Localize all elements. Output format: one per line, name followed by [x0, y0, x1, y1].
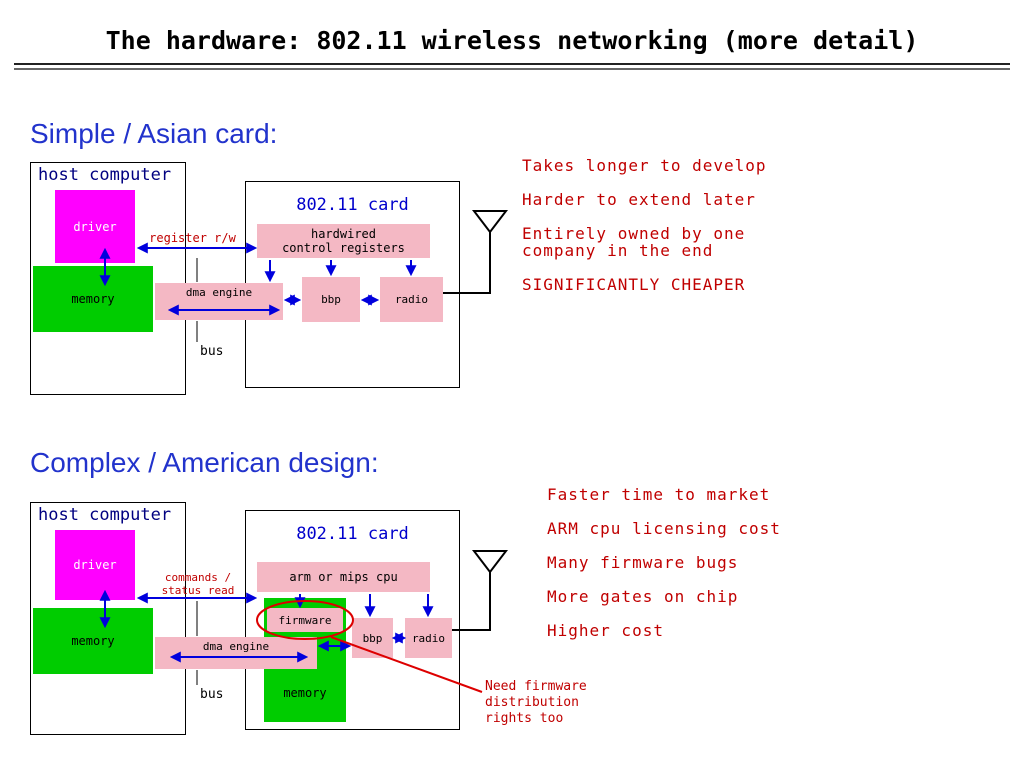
simple-host-computer-box: host computer — [30, 162, 186, 395]
complex-bbp-box: bbp — [352, 618, 393, 658]
simple-note-1: Takes longer to develop — [522, 156, 767, 175]
simple-memory-label: memory — [71, 292, 115, 306]
simple-bus-label: bus — [200, 344, 224, 359]
complex-host-computer-box: host computer — [30, 502, 186, 735]
simple-registers-box: hardwired control registers — [257, 224, 430, 258]
firmware-rights-annotation: Need firmware distribution rights too — [485, 679, 587, 726]
complex-heading: Complex / American design: — [30, 447, 379, 478]
complex-dma-label: dma engine — [202, 640, 270, 653]
simple-note-2: Harder to extend later — [522, 190, 756, 209]
complex-driver-label: driver — [73, 558, 117, 572]
simple-note-4: SIGNIFICANTLY CHEAPER — [522, 275, 746, 294]
slide-title: The hardware: 802.11 wireless networking… — [105, 26, 919, 55]
simple-card-label: 802.11 card — [296, 195, 409, 215]
simple-host-computer-label: host computer — [38, 165, 172, 185]
title-rule — [14, 63, 1010, 70]
complex-antenna-icon — [471, 550, 509, 574]
complex-note-5: Higher cost — [547, 621, 664, 640]
complex-cpu-label: arm or mips cpu — [289, 570, 398, 584]
complex-card-label: 802.11 card — [296, 524, 409, 544]
simple-bbp-label: bbp — [321, 293, 341, 306]
complex-bbp-label: bbp — [362, 631, 383, 645]
simple-memory-box: memory — [33, 266, 153, 332]
simple-radio-box: radio — [380, 277, 443, 322]
complex-radio-box: radio — [405, 618, 452, 658]
complex-note-2: ARM cpu licensing cost — [547, 519, 781, 538]
complex-driver-box: driver — [55, 530, 135, 600]
simple-driver-label: driver — [73, 219, 117, 234]
complex-bus-label: bus — [200, 687, 224, 702]
complex-note-1: Faster time to market — [547, 485, 771, 504]
complex-firmware-label: firmware — [278, 613, 332, 627]
complex-memory-label: memory — [71, 634, 115, 648]
simple-heading: Simple / Asian card: — [30, 118, 278, 149]
complex-cpu-box: arm or mips cpu — [257, 562, 430, 592]
simple-note-3: Entirely owned by one company in the end — [522, 224, 746, 260]
simple-register-rw-label: register r/w — [149, 231, 236, 245]
simple-radio-label: radio — [394, 293, 429, 306]
simple-registers-label: hardwired control registers — [282, 227, 405, 255]
complex-dma-box: dma engine — [155, 637, 317, 669]
complex-memory-box: memory — [33, 608, 153, 674]
complex-card-memory-label: memory — [283, 686, 327, 700]
complex-firmware-box: firmware — [267, 608, 343, 632]
complex-note-3: Many firmware bugs — [547, 553, 739, 572]
simple-antenna-icon — [471, 210, 509, 234]
simple-driver-box: driver — [55, 190, 135, 263]
complex-commands-label: commands / status read — [161, 571, 235, 597]
simple-bbp-box: bbp — [302, 277, 360, 322]
complex-radio-label: radio — [411, 631, 446, 645]
complex-host-computer-label: host computer — [38, 505, 172, 525]
complex-note-4: More gates on chip — [547, 587, 739, 606]
simple-dma-label: dma engine — [185, 286, 253, 299]
simple-dma-box: dma engine — [155, 283, 283, 320]
